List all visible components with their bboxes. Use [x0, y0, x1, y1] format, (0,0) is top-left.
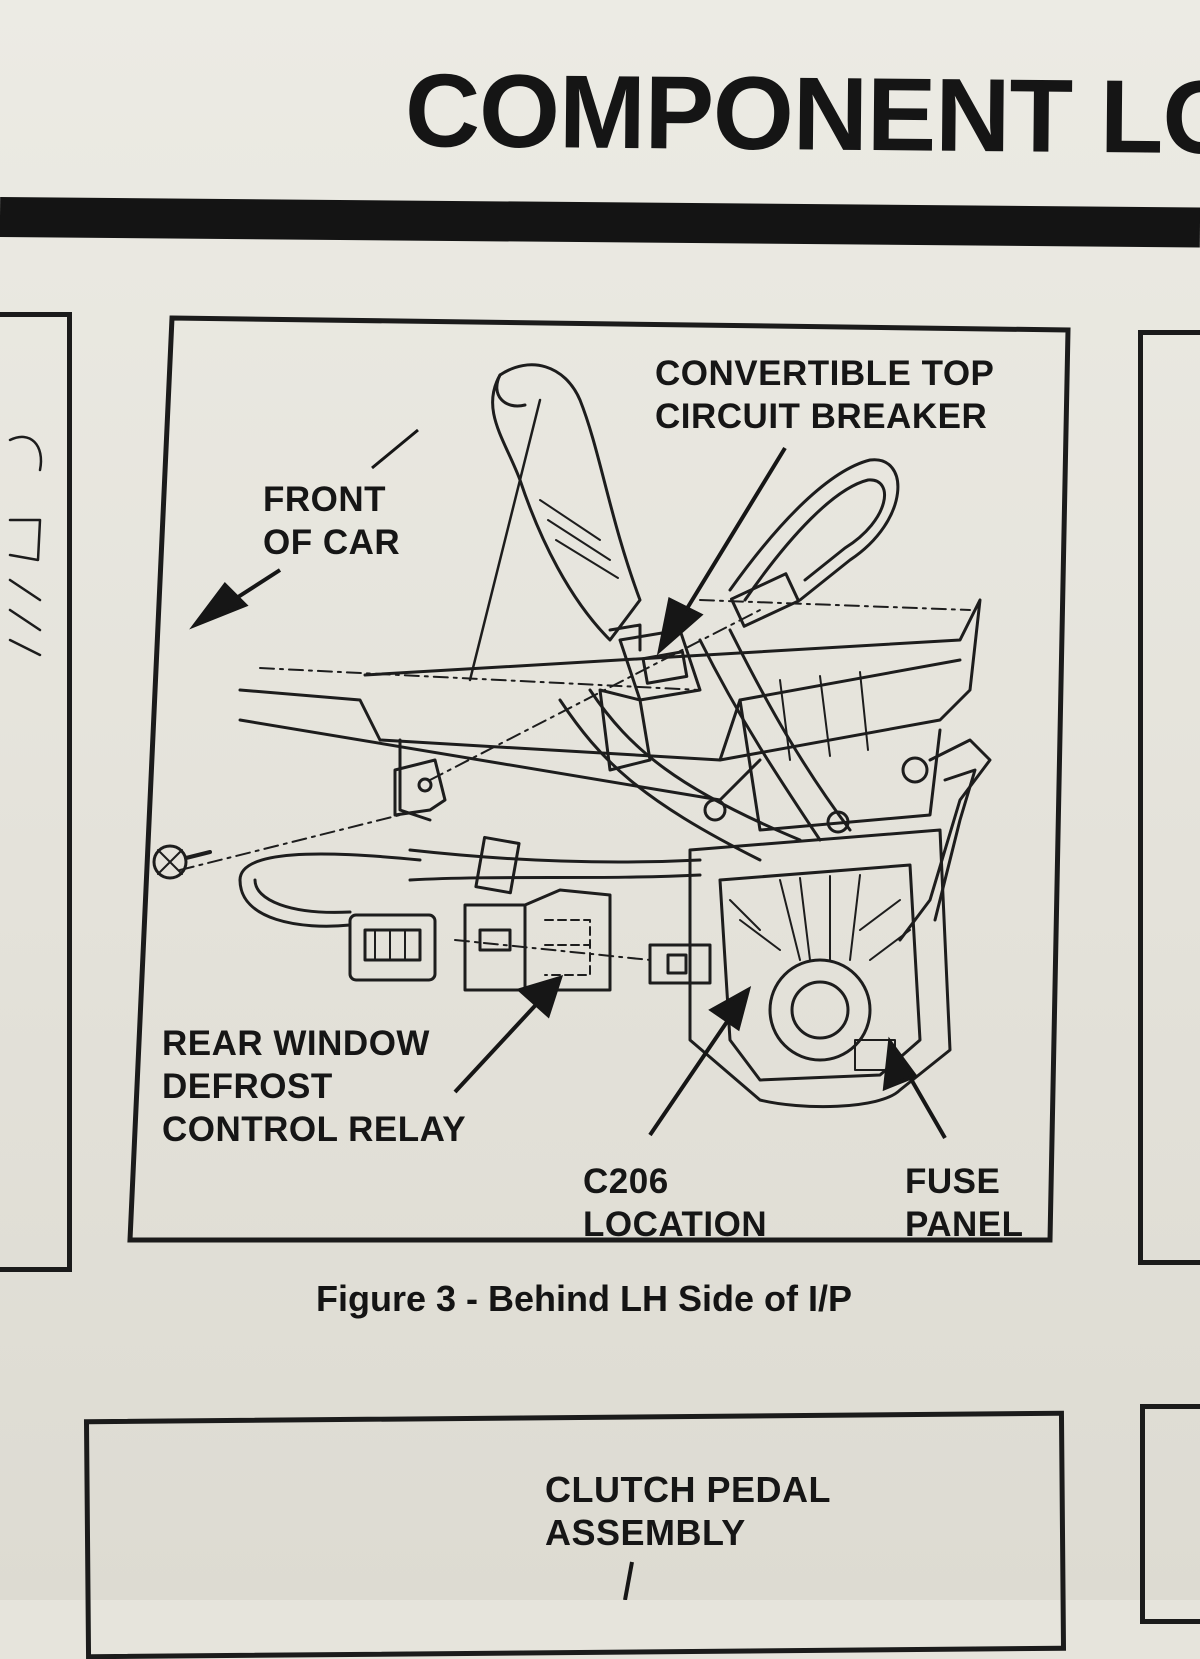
- rear-window-defrost-relay: [463, 888, 612, 992]
- figure-border: [127, 315, 1071, 1243]
- adjacent-figure-art: [8, 435, 43, 657]
- fuse-panel-part: [688, 756, 952, 1109]
- label-fuse-panel: FUSE PANEL: [905, 1162, 1024, 1244]
- next-figure-leader: [623, 1561, 634, 1600]
- figure-caption: Figure 3 - Behind LH Side of I/P: [316, 1278, 853, 1319]
- convertible-top-breaker-part: [598, 623, 702, 772]
- adjacent-figure-right-frame: [1138, 330, 1200, 1265]
- harness-connector-left: [348, 913, 437, 982]
- tab-connector: [648, 943, 712, 985]
- label-c206-location: C206 LOCATION: [583, 1162, 768, 1244]
- left-bracket-and-screw: [152, 758, 447, 880]
- label-front-of-car: FRONT OF CAR: [263, 480, 401, 562]
- main-wire-harness: [238, 628, 852, 928]
- right-side-bracket: [898, 738, 992, 942]
- label-convertible-top-breaker: CONVERTIBLE TOP CIRCUIT BREAKER: [655, 354, 995, 436]
- dash-support-beam: [238, 598, 982, 832]
- wire-harness-loop: [728, 458, 900, 628]
- adjacent-figure-left-frame: [0, 312, 72, 1272]
- leader-arrows: [189, 428, 947, 1139]
- label-clutch-pedal-assembly: CLUTCH PEDAL ASSEMBLY: [545, 1469, 831, 1553]
- label-rear-window-relay: REAR WINDOW DEFROST CONTROL RELAY: [162, 1024, 467, 1149]
- steering-column: [468, 363, 642, 682]
- component-location-diagram: [8, 315, 1071, 1243]
